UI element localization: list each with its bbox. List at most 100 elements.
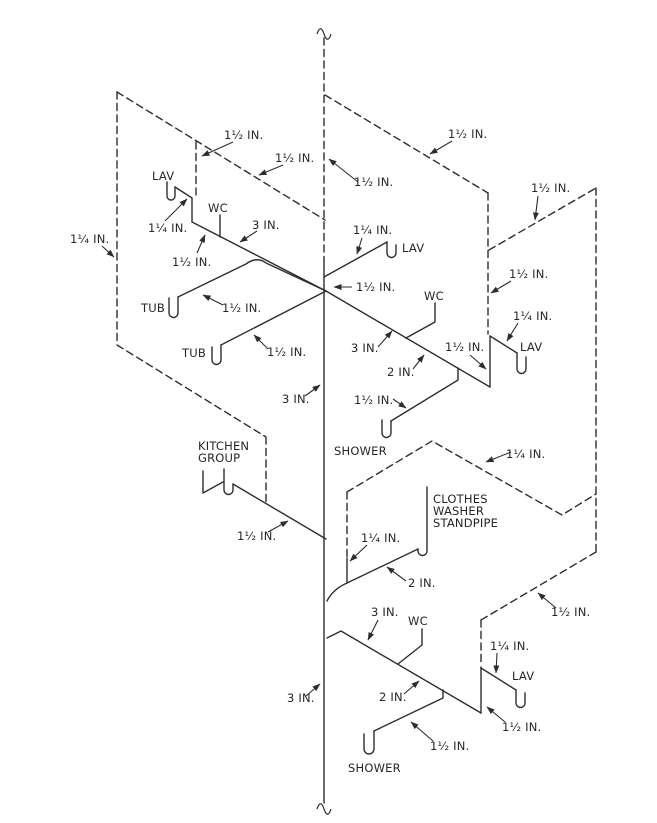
- label-lav-bottom: LAV: [512, 669, 534, 683]
- kitchen-drain-pipe: [232, 483, 327, 540]
- leader-vent-bottom-diagonal: [537, 592, 557, 609]
- tub1-drain-pipe: [177, 259, 327, 298]
- callout-vent-bottom-diagonal: 1¹⁄₂ IN.: [551, 605, 590, 619]
- cw-drain-pipe: [346, 548, 419, 584]
- callout-cw-vent-diagonal: 1¹⁄₄ IN.: [506, 447, 545, 461]
- lav-bottom-arm-pipe: [480, 667, 517, 691]
- label-shower-upper: SHOWER: [334, 444, 387, 458]
- leader-lav-upper-left-arm: [164, 198, 188, 222]
- callout-tub1-drain: 1¹⁄₂ IN.: [222, 301, 261, 315]
- vent-cw-loop-pipe: [346, 440, 597, 516]
- leader-lav-upper-center-arm: [356, 237, 363, 255]
- label-tub-2: TUB: [181, 346, 206, 360]
- leader-lav-right-riser: [469, 354, 487, 370]
- tub2-trap: [211, 344, 222, 366]
- label-wc-bottom: WC: [408, 614, 428, 628]
- callout-stack-lower-3in: 3 IN.: [287, 691, 315, 705]
- leader-vent-left-vertical: [101, 245, 115, 258]
- callout-lav-upper-center-arm: 1¹⁄₄ IN.: [353, 223, 392, 237]
- cw-standpipe: [417, 486, 428, 557]
- callout-vent-left-vertical: 1¹⁄₄ IN.: [70, 232, 109, 246]
- shower-bottom-arm-pipe: [373, 689, 444, 732]
- vent-kitchen-diagonal-pipe: [116, 344, 267, 505]
- vent-right-diagonal-pipe: [324, 94, 489, 194]
- callout-branch-upper-left-main: 3 IN.: [252, 218, 280, 232]
- callout-shower-bottom-arm: 1¹⁄₂ IN.: [430, 739, 469, 753]
- callout-branch-bottom-2in: 2 IN.: [379, 690, 407, 704]
- callout-branch-upper-right-3in: 3 IN.: [351, 341, 379, 355]
- callout-vent-right-diagonal: 1¹⁄₂ IN.: [448, 127, 487, 141]
- callout-vent-stack-top: 1¹⁄₂ IN.: [354, 175, 393, 189]
- label-clothes-washer-3: STANDPIPE: [433, 516, 498, 530]
- kitchen-fixture-pipe: [202, 470, 224, 494]
- vent-left-diagonal-pipe: [116, 91, 326, 221]
- shower-bottom-trap: [363, 730, 375, 755]
- callout-lav-bottom-riser: 1¹⁄₂ IN.: [502, 720, 541, 734]
- lav-bottom-trap: [515, 689, 526, 709]
- leader-cw-drain: [386, 566, 407, 582]
- label-lav-upper-center: LAV: [402, 241, 424, 255]
- leader-cw-vent-riser: [349, 544, 368, 562]
- lav-right-arm-pipe: [489, 335, 518, 354]
- callout-cw-drain: 2 IN.: [408, 576, 436, 590]
- fixture-labels: LAV WC TUB TUB LAV WC LAV SHOWER KITCHEN…: [140, 169, 542, 775]
- callout-vent-lav-left-riser: 1¹⁄₂ IN.: [224, 128, 263, 142]
- leader-stack-lower-3in: [305, 683, 321, 697]
- cw-stack-connection-pipe: [326, 582, 348, 602]
- leader-lav-bottom-riser: [486, 706, 506, 723]
- lav-upper-left-trap: [166, 181, 176, 201]
- leader-branch-upper-left-main: [239, 230, 258, 243]
- lav-upper-center-trap: [386, 241, 397, 259]
- leader-branch-bottom-3in: [367, 619, 379, 641]
- leader-shower-bottom-arm: [410, 721, 434, 742]
- leader-stack-upper-3in: [304, 384, 321, 397]
- lav-upper-center-arm-pipe: [323, 241, 388, 278]
- leader-vent-right-upper-diagonal: [532, 195, 539, 221]
- label-clothes-washer-2: WASHER: [433, 504, 484, 518]
- callout-leaders: [101, 140, 557, 742]
- callout-stack-upper-3in: 3 IN.: [282, 392, 310, 406]
- callout-branch-bottom-3in: 3 IN.: [371, 605, 399, 619]
- drain-piping: [166, 28, 527, 815]
- leader-vent-left-diagonal: [258, 164, 284, 176]
- leader-kitchen-drain: [267, 520, 289, 533]
- leader-branch-bottom-2in: [403, 680, 420, 695]
- bottom-branch-pipe: [326, 630, 482, 714]
- stack-bottom-break: [316, 803, 332, 815]
- callout-vent-left-diagonal: 1¹⁄₂ IN.: [275, 151, 314, 165]
- label-tub-1: TUB: [140, 301, 165, 315]
- leader-vent-stack-top: [328, 158, 359, 183]
- callout-vent-right-riser: 1¹⁄₂ IN.: [509, 267, 548, 281]
- leader-vent-right-diagonal: [429, 140, 453, 155]
- callout-cw-vent-riser: 1¹⁄₄ IN.: [361, 531, 400, 545]
- shower-upper-trap: [381, 419, 392, 439]
- leader-shower-upper-arm: [392, 398, 407, 409]
- callout-tub2-drain: 1¹⁄₂ IN.: [267, 345, 306, 359]
- callout-lav-right-riser: 1¹⁄₂ IN.: [445, 340, 484, 354]
- leader-tub2-drain: [253, 334, 269, 350]
- lav-right-trap: [516, 352, 527, 375]
- leader-vent-right-riser: [490, 280, 512, 294]
- vent-right-upper-diagonal-pipe: [488, 187, 597, 251]
- callout-lav-upper-left-arm: 1¹⁄₄ IN.: [148, 221, 187, 235]
- label-wc-upper-right: WC: [424, 289, 444, 303]
- leader-vent-lav-left-riser: [201, 141, 234, 157]
- leader-lav-bottom-arm: [493, 652, 500, 674]
- leader-tub1-drain: [202, 294, 224, 306]
- lav-upper-left-arm-pipe: [174, 186, 193, 223]
- leader-lav-right-arm: [506, 322, 519, 342]
- stack-top-break: [316, 28, 332, 40]
- label-lav-right: LAV: [520, 340, 542, 354]
- tub2-drain-pipe: [220, 290, 327, 346]
- callout-stack-vent-connection: 1¹⁄₂ IN.: [356, 280, 395, 294]
- kitchen-trap: [223, 468, 234, 496]
- callout-branch-upper-left-fixture: 1¹⁄₂ IN.: [172, 255, 211, 269]
- label-kitchen-group-2: GROUP: [198, 451, 240, 465]
- callout-kitchen-drain: 1¹⁄₂ IN.: [237, 529, 276, 543]
- label-lav-upper-left: LAV: [152, 169, 174, 183]
- label-wc-upper-left: WC: [208, 201, 228, 215]
- callout-vent-right-upper-diagonal: 1¹⁄₂ IN.: [531, 181, 570, 195]
- callout-shower-upper-arm: 1¹⁄₂ IN.: [354, 393, 393, 407]
